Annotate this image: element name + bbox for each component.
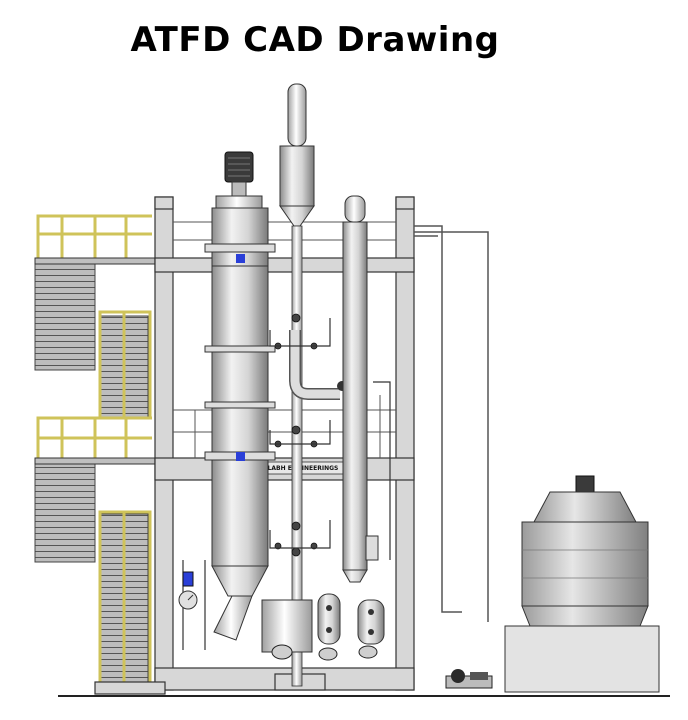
vapor-separator bbox=[279, 83, 347, 687]
feed-pump bbox=[445, 669, 493, 689]
evaporator-column bbox=[204, 207, 276, 641]
banner-text: SRI VALLABH ENGINEERINGS bbox=[242, 465, 339, 472]
staircase-tower bbox=[34, 214, 158, 691]
pressure-gauge bbox=[178, 571, 198, 610]
cooling-tower bbox=[504, 475, 660, 693]
stair-upper-block bbox=[34, 261, 96, 371]
condenser-column bbox=[342, 195, 379, 583]
pumps bbox=[271, 644, 378, 661]
receivers bbox=[261, 593, 385, 653]
drawing-title: ATFD CAD Drawing bbox=[130, 20, 500, 60]
stair-lower-block bbox=[34, 461, 96, 563]
cooling-water-piping bbox=[414, 225, 489, 622]
agitator-motor bbox=[215, 151, 263, 211]
